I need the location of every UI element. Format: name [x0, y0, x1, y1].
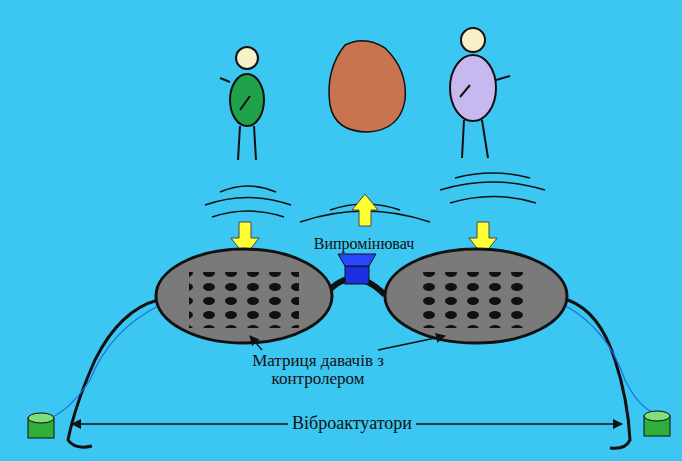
leader-arrows: [72, 336, 622, 424]
sound-waves: [205, 173, 545, 222]
sensor-matrix-label: Матриця давачів з контролером: [229, 352, 407, 388]
actuator-label: Віброактуатори: [288, 414, 416, 433]
sensor-matrix: [156, 249, 332, 343]
sensor-matrix: [385, 249, 567, 343]
obstacle-rock: [329, 41, 405, 132]
vibro-actuator: [644, 411, 670, 436]
emitter-label: Випромінювач: [310, 236, 418, 253]
wires: [50, 305, 658, 418]
vibro-actuator: [28, 413, 54, 438]
signal-arrows: [231, 194, 497, 256]
emitter: [338, 254, 376, 284]
person-figure: [220, 47, 264, 160]
person-figure: [450, 28, 510, 158]
